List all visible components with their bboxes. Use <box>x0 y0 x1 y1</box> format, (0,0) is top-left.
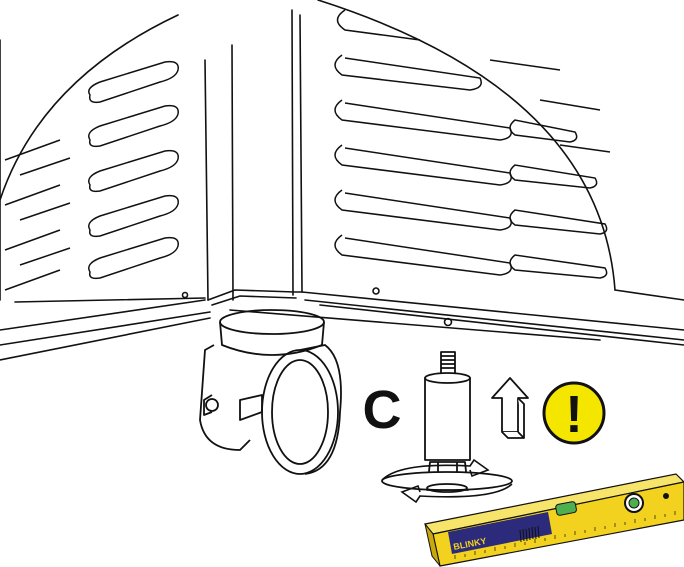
caster-wheel <box>199 309 342 475</box>
hang-hole <box>663 493 669 499</box>
left-vent-slots <box>4 60 179 291</box>
rotate-arrows-icon <box>381 458 513 504</box>
center-bubble-vial <box>555 501 577 516</box>
right-vent-slots <box>334 9 611 279</box>
barcode <box>519 525 540 543</box>
spirit-level-tool: BLINKY <box>423 473 684 567</box>
exclamation-circle-icon: ! <box>542 381 606 445</box>
appliance-cabinet <box>0 0 684 361</box>
ruler-ticks <box>454 511 676 559</box>
up-arrow-icon <box>491 377 529 439</box>
leveling-foot <box>381 351 513 493</box>
warning-symbol: ! <box>565 386 582 444</box>
part-letter-label: C <box>363 380 402 440</box>
